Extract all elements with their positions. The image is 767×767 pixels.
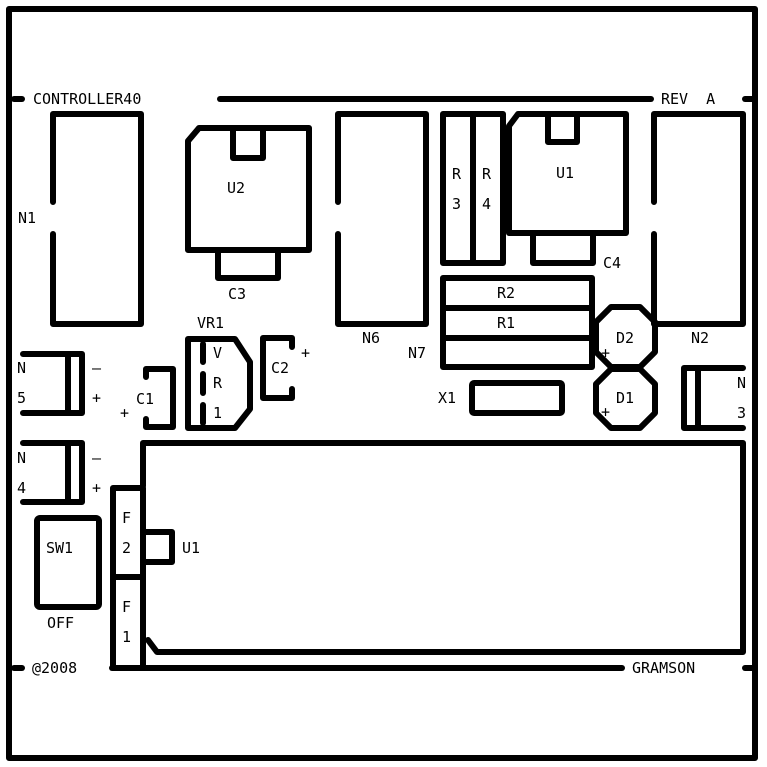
n5-plus: + xyxy=(92,389,101,407)
regulator-vr1: VR1 V R 1 xyxy=(185,314,253,431)
c4-label: C4 xyxy=(603,254,621,272)
capacitor-c2: C2 + xyxy=(260,335,310,401)
diode-d1: D1 + xyxy=(593,366,658,431)
n2-label: N2 xyxy=(691,329,709,347)
f2-number: 2 xyxy=(122,539,131,557)
board-outline xyxy=(6,6,758,761)
d1-label: D1 xyxy=(616,389,634,407)
vr1-label: VR1 xyxy=(197,314,224,332)
regulator-u1: U1 C4 xyxy=(506,111,629,272)
u1-top-label: U1 xyxy=(556,164,574,182)
f2-letter: F xyxy=(122,509,131,527)
board-title: CONTROLLER40 xyxy=(33,90,141,108)
crystal-x1: X1 xyxy=(438,380,565,416)
r1-label: R1 xyxy=(497,314,515,332)
author-label: GRAMSON xyxy=(632,659,695,677)
d2-label: D2 xyxy=(616,329,634,347)
r4-number: 4 xyxy=(482,195,491,213)
n3-letter: N xyxy=(737,374,746,392)
resistor-r4: R 4 xyxy=(470,111,506,266)
vr1-v: V xyxy=(213,344,222,362)
n5-minus: – xyxy=(92,359,102,377)
n4-letter: N xyxy=(17,449,26,467)
resistor-array: R2 R1 N7 xyxy=(408,275,595,370)
u2-label: U2 xyxy=(227,179,245,197)
connector-n5: N 5 – + xyxy=(17,351,102,416)
r2-label: R2 xyxy=(497,284,515,302)
fuse-f1: F 1 xyxy=(110,574,146,671)
diode-d2: D2 + xyxy=(593,304,658,370)
module-u1: U1 xyxy=(140,440,746,655)
revision-label: REV A xyxy=(661,90,715,108)
f1-number: 1 xyxy=(122,628,131,646)
regulator-u2: U2 C3 xyxy=(185,125,312,303)
n4-minus: – xyxy=(92,449,102,467)
vr1-num: 1 xyxy=(213,404,222,422)
f1-letter: F xyxy=(122,598,131,616)
connector-n6: N6 xyxy=(335,111,429,347)
r3-number: 3 xyxy=(452,195,461,213)
d2-plus: + xyxy=(601,344,610,362)
copyright-label: @2008 xyxy=(32,659,77,677)
n6-label: N6 xyxy=(362,329,380,347)
r3-letter: R xyxy=(452,165,462,183)
n4-plus: + xyxy=(92,479,101,497)
c3-label: C3 xyxy=(228,285,246,303)
n1-label: N1 xyxy=(18,209,36,227)
d1-plus: + xyxy=(601,403,610,421)
n5-number: 5 xyxy=(17,389,26,407)
c2-plus: + xyxy=(301,344,310,362)
connector-n4: N 4 – + xyxy=(17,440,102,505)
u1-module-label: U1 xyxy=(182,539,200,557)
c2-label: C2 xyxy=(271,359,289,377)
n4-number: 4 xyxy=(17,479,26,497)
c1-label: C1 xyxy=(136,390,154,408)
connector-n3: N 3 xyxy=(681,365,746,431)
r4-letter: R xyxy=(482,165,492,183)
n3-number: 3 xyxy=(737,404,746,422)
sw1-label: SW1 xyxy=(46,539,73,557)
fuse-f2: F 2 xyxy=(110,485,146,580)
connector-n2: N2 xyxy=(651,111,746,347)
capacitor-c1: C1 + xyxy=(120,366,176,430)
c1-plus: + xyxy=(120,404,129,422)
connector-n1: N1 xyxy=(18,111,144,327)
n7-label: N7 xyxy=(408,344,426,362)
switch-sw1: SW1 OFF xyxy=(34,515,102,632)
x1-label: X1 xyxy=(438,389,456,407)
sw1-state-label: OFF xyxy=(47,614,74,632)
resistor-r3: R 3 xyxy=(440,111,476,266)
vr1-r: R xyxy=(213,374,223,392)
n5-letter: N xyxy=(17,359,26,377)
